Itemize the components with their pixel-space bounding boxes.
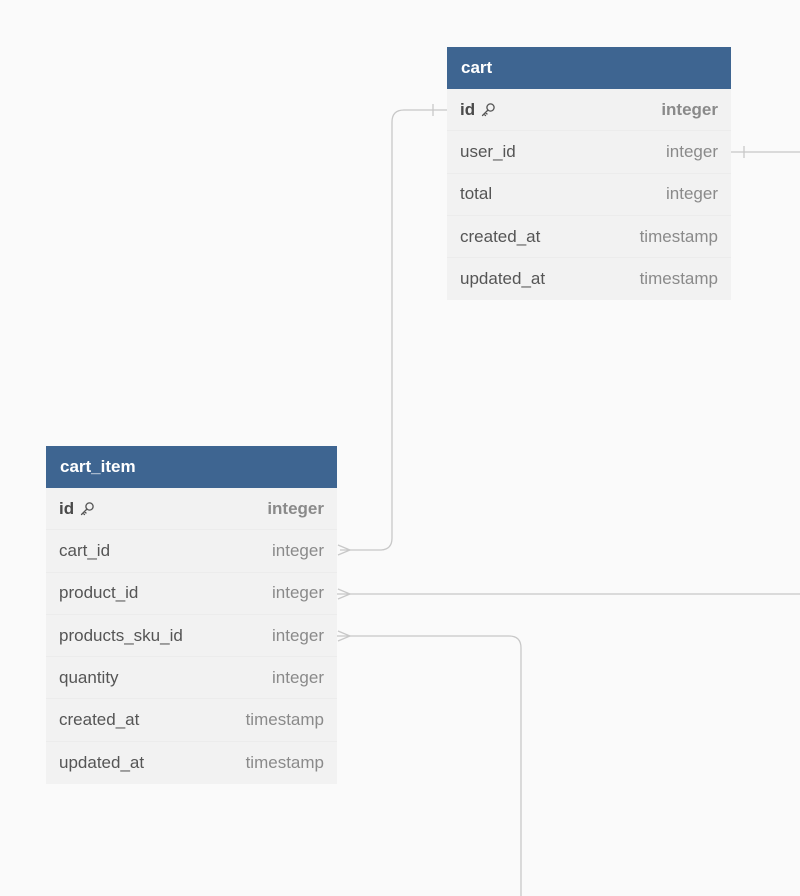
column-name: cart_id <box>59 540 111 560</box>
column-name: created_at <box>59 710 140 730</box>
relationship-cart-item-products-sku <box>337 635 522 896</box>
column-type: integer <box>666 184 718 204</box>
column-type: timestamp <box>245 710 324 730</box>
column-row-id[interactable]: id integer <box>46 488 337 531</box>
column-row-updated-at[interactable]: updated_at timestamp <box>46 742 337 784</box>
column-name: quantity <box>59 667 119 687</box>
column-row-created-at[interactable]: created_at timestamp <box>447 216 731 259</box>
column-name: total <box>460 184 493 204</box>
column-type: timestamp <box>639 226 718 246</box>
column-row-total[interactable]: total integer <box>447 174 731 216</box>
table-header-cart[interactable]: cart <box>447 47 731 89</box>
column-type: integer <box>272 583 324 603</box>
column-row-created-at[interactable]: created_at timestamp <box>46 699 337 742</box>
crowfoot-products-sku-id <box>337 630 352 642</box>
table-cart-item[interactable]: cart_item id integer cart_id integer pro… <box>46 446 337 785</box>
column-name: updated_at <box>59 752 145 772</box>
column-name: id <box>460 99 476 119</box>
column-row-updated-at[interactable]: updated_at timestamp <box>447 258 731 300</box>
column-row-id[interactable]: id integer <box>447 89 731 132</box>
column-name: product_id <box>59 583 139 603</box>
column-type: timestamp <box>245 752 324 772</box>
column-row-quantity[interactable]: quantity integer <box>46 657 337 700</box>
column-name: created_at <box>460 226 541 246</box>
key-icon <box>80 501 94 515</box>
column-type: integer <box>272 667 324 687</box>
column-type: timestamp <box>639 269 718 289</box>
column-row-products-sku-id[interactable]: products_sku_id integer <box>46 615 337 658</box>
column-row-cart-id[interactable]: cart_id integer <box>46 530 337 573</box>
crowfoot-cart-item-cart-id <box>337 544 352 556</box>
table-cart[interactable]: cart id integer user_id integer total in… <box>447 47 731 301</box>
column-type: integer <box>272 540 324 560</box>
column-row-user-id[interactable]: user_id integer <box>447 131 731 174</box>
column-type: integer <box>661 99 718 119</box>
relationship-cart-item-cart <box>340 109 447 551</box>
crowfoot-product-id <box>337 588 352 600</box>
column-name: products_sku_id <box>59 625 183 645</box>
column-type: integer <box>272 625 324 645</box>
column-type: integer <box>666 141 718 161</box>
column-name: id <box>59 498 75 518</box>
column-name: updated_at <box>460 269 546 289</box>
column-row-product-id[interactable]: product_id integer <box>46 573 337 615</box>
column-type: integer <box>267 498 324 518</box>
table-header-cart-item[interactable]: cart_item <box>46 446 337 488</box>
key-icon <box>481 102 495 116</box>
column-name: user_id <box>460 141 516 161</box>
